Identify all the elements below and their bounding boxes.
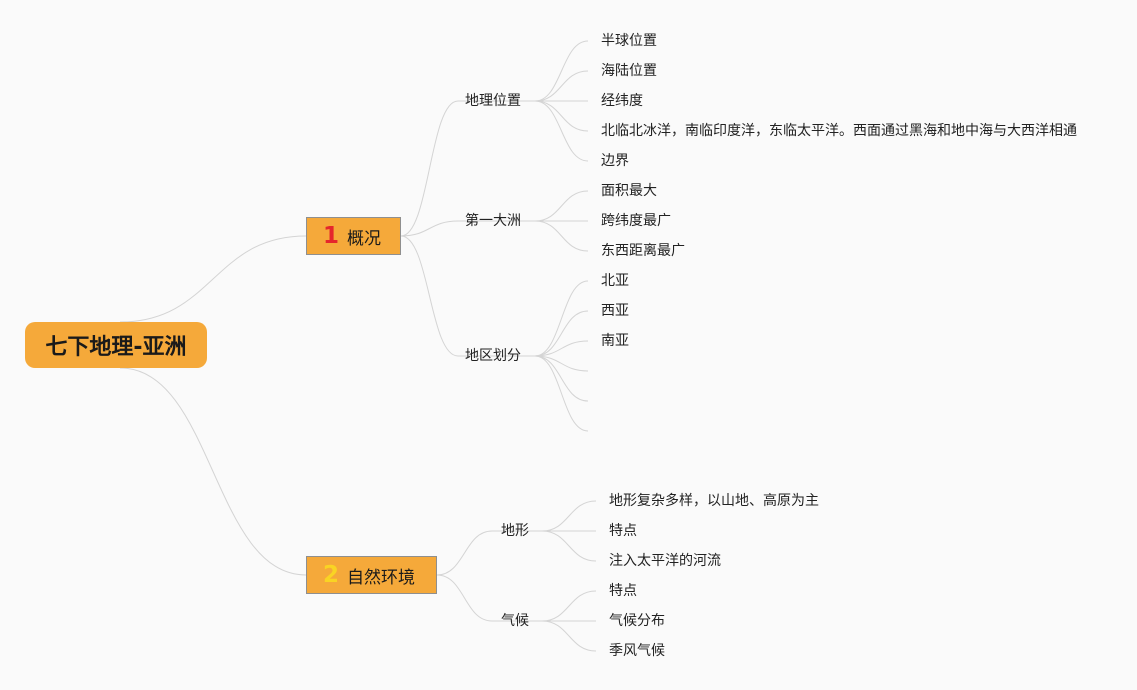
leaf-boundaries[interactable]: 边界 (601, 153, 629, 169)
leaf-climate-distribution[interactable]: 气候分布 (609, 613, 665, 629)
link-topic2-leaf-0 (534, 280, 589, 357)
number-two-marker: 2 (323, 562, 340, 588)
link-climate-leaf-2 (541, 620, 597, 652)
leaf-monsoon-climate[interactable]: 季风气候 (609, 643, 665, 659)
leaf-terrain-features[interactable]: 特点 (609, 523, 637, 539)
link-terrain-leaf-2 (541, 530, 597, 562)
leaf-land-sea-position[interactable]: 海陆位置 (601, 63, 657, 79)
branch-label: 自然环境 (347, 567, 416, 588)
link-topic0-leaf-4 (534, 100, 589, 162)
link-topic0-leaf-3 (534, 100, 589, 132)
link-branch1-topic-1 (400, 220, 459, 237)
leaf-hemisphere-position[interactable]: 半球位置 (601, 33, 657, 49)
leaf-latitude-longitude[interactable]: 经纬度 (601, 93, 643, 109)
topic-terrain[interactable]: 地形 (501, 523, 529, 539)
link-topic2-leaf-4 (534, 355, 589, 402)
link-topic2-leaf-3 (534, 355, 589, 372)
leaf-widest-latitude-span[interactable]: 跨纬度最广 (601, 213, 671, 229)
link-topic2-leaf-1 (534, 310, 589, 357)
number-one-marker: 1 (323, 223, 340, 249)
link-topic2-leaf-5 (534, 355, 589, 432)
link-branch1-topic-2 (400, 235, 459, 357)
link-branch2-topic-0 (436, 530, 493, 576)
leaf-west-asia[interactable]: 西亚 (601, 303, 629, 319)
topic-climate[interactable]: 气候 (501, 613, 529, 629)
leaf-south-asia[interactable]: 南亚 (601, 333, 629, 349)
topic-location[interactable]: 地理位置 (465, 93, 521, 109)
leaf-longest-east-west[interactable]: 东西距离最广 (601, 243, 685, 259)
root-topic[interactable]: 七下地理-亚洲 (25, 322, 207, 368)
link-root-branch-2 (119, 367, 307, 576)
topic-regions[interactable]: 地区划分 (465, 348, 521, 364)
link-climate-leaf-0 (541, 590, 597, 622)
link-topic0-leaf-0 (534, 40, 589, 102)
branch-label: 概况 (347, 228, 382, 249)
topic-largest-continent[interactable]: 第一大洲 (465, 213, 521, 229)
link-topic0-leaf-1 (534, 70, 589, 102)
link-branch1-topic-0 (400, 100, 459, 237)
link-topic1-leaf-0 (534, 190, 589, 222)
leaf-largest-area[interactable]: 面积最大 (601, 183, 657, 199)
link-branch2-topic-1 (436, 574, 493, 622)
link-terrain-leaf-0 (541, 500, 597, 532)
link-topic1-leaf-2 (534, 220, 589, 252)
leaf-pacific-rivers[interactable]: 注入太平洋的河流 (609, 553, 721, 569)
link-root-branch-1 (119, 235, 307, 323)
branch-natural-environment[interactable]: 2 自然环境 (306, 556, 437, 594)
leaf-neighbouring-oceans[interactable]: 北临北冰洋，南临印度洋，东临太平洋。西面通过黑海和地中海与大西洋相通 (601, 123, 1077, 139)
leaf-north-asia[interactable]: 北亚 (601, 273, 629, 289)
leaf-climate-features[interactable]: 特点 (609, 583, 637, 599)
branch-overview[interactable]: 1 概况 (306, 217, 401, 255)
leaf-terrain-complex[interactable]: 地形复杂多样，以山地、高原为主 (609, 493, 819, 509)
link-topic2-leaf-2 (534, 340, 589, 357)
